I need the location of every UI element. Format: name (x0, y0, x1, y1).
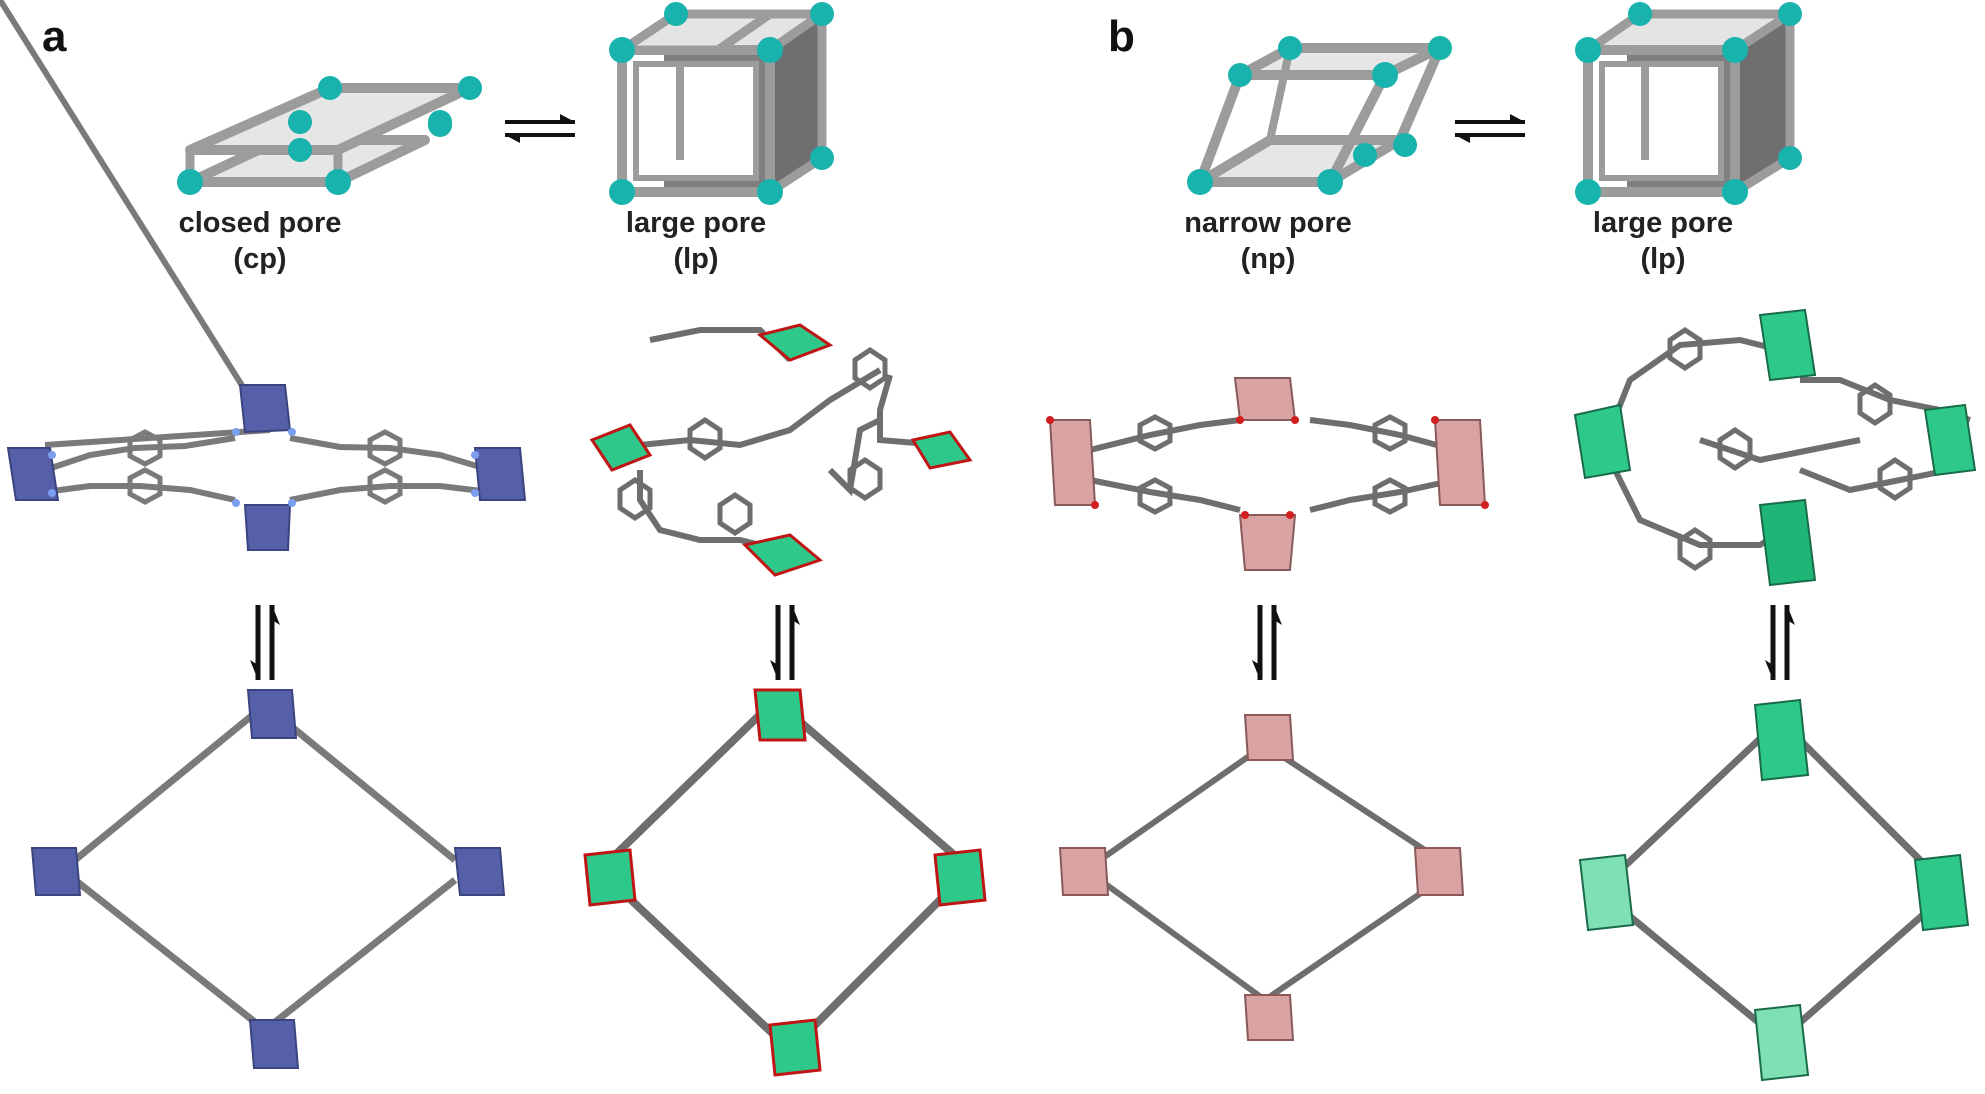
np-structure-pink (1046, 377, 1489, 571)
state-label-lp-a: large pore (lp) (576, 205, 816, 277)
cp-structure-blue (0, 0, 527, 551)
state-name: large pore (1592, 207, 1734, 239)
state-abbr: (lp) (1640, 243, 1686, 275)
state-label-np: narrow pore (np) (1148, 205, 1388, 277)
lp-structure-green-a-expanded (583, 688, 987, 1077)
state-abbr: (np) (1240, 243, 1296, 275)
state-name: closed pore (178, 207, 342, 239)
large-pore-cell-schematic-a (609, 2, 834, 205)
state-label-lp-b: large pore (lp) (1543, 205, 1783, 277)
state-abbr: (lp) (673, 243, 719, 275)
state-label-cp: closed pore (cp) (140, 205, 380, 277)
lp-structure-green-b (1573, 308, 1977, 587)
state-name: narrow pore (1184, 207, 1352, 239)
lp-structure-green-b-expanded (1578, 698, 1970, 1082)
state-abbr: (cp) (233, 243, 287, 275)
equilibrium-arrows-b (1455, 114, 1525, 143)
cp-structure-blue-expanded (30, 689, 506, 1069)
panel-letter-b: b (1108, 12, 1135, 61)
large-pore-cell-schematic-b (1575, 2, 1802, 205)
state-name: large pore (625, 207, 767, 239)
np-structure-pink-expanded (1058, 714, 1465, 1041)
equilibrium-arrows-a (505, 114, 575, 143)
narrow-pore-cell-schematic (1187, 36, 1452, 195)
vertical-equilibrium-arrows (255, 605, 1790, 680)
closed-pore-cell-schematic (177, 76, 482, 195)
lp-structure-green-a (589, 323, 973, 577)
panel-letter-a: a (42, 12, 67, 61)
